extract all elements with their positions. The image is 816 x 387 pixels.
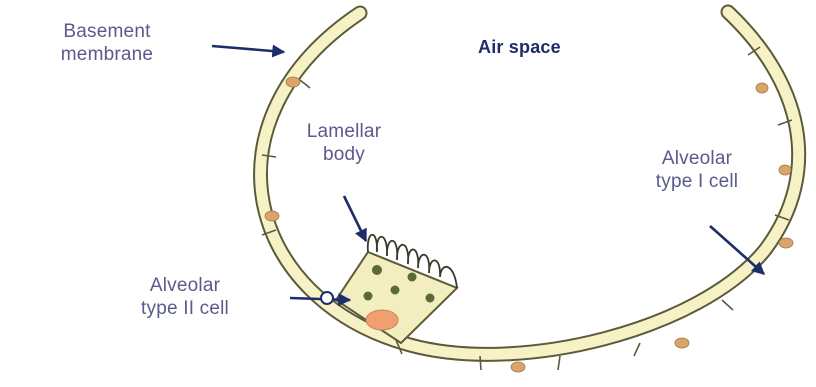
basement-membrane-line1: Basement — [22, 20, 192, 43]
basement-membrane-line2: membrane — [22, 43, 192, 66]
arrow-lamellar-body — [344, 196, 366, 241]
arrow-basement-membrane — [212, 46, 284, 52]
lamellar-body-line1: Lamellar — [284, 120, 404, 143]
type-ii-cell-line1: Alveolar — [100, 274, 270, 297]
type-ii-cell-line2: type II cell — [100, 297, 270, 320]
type-i-cell-label: Alveolar type I cell — [622, 147, 772, 193]
air-space-text: Air space — [478, 36, 561, 59]
type-ii-nucleus — [366, 310, 398, 330]
basement-membrane-label: Basement membrane — [22, 20, 192, 66]
type-i-cell-line2: type I cell — [622, 170, 772, 193]
lamellar-body-label: Lamellar body — [284, 120, 404, 166]
type-i-cell-line1: Alveolar — [622, 147, 772, 170]
lamellar-body-line2: body — [284, 143, 404, 166]
type-ii-cell-label: Alveolar type II cell — [100, 274, 270, 320]
air-space-label: Air space — [478, 36, 561, 59]
type-ii-cell-pointer-ring — [321, 292, 333, 304]
